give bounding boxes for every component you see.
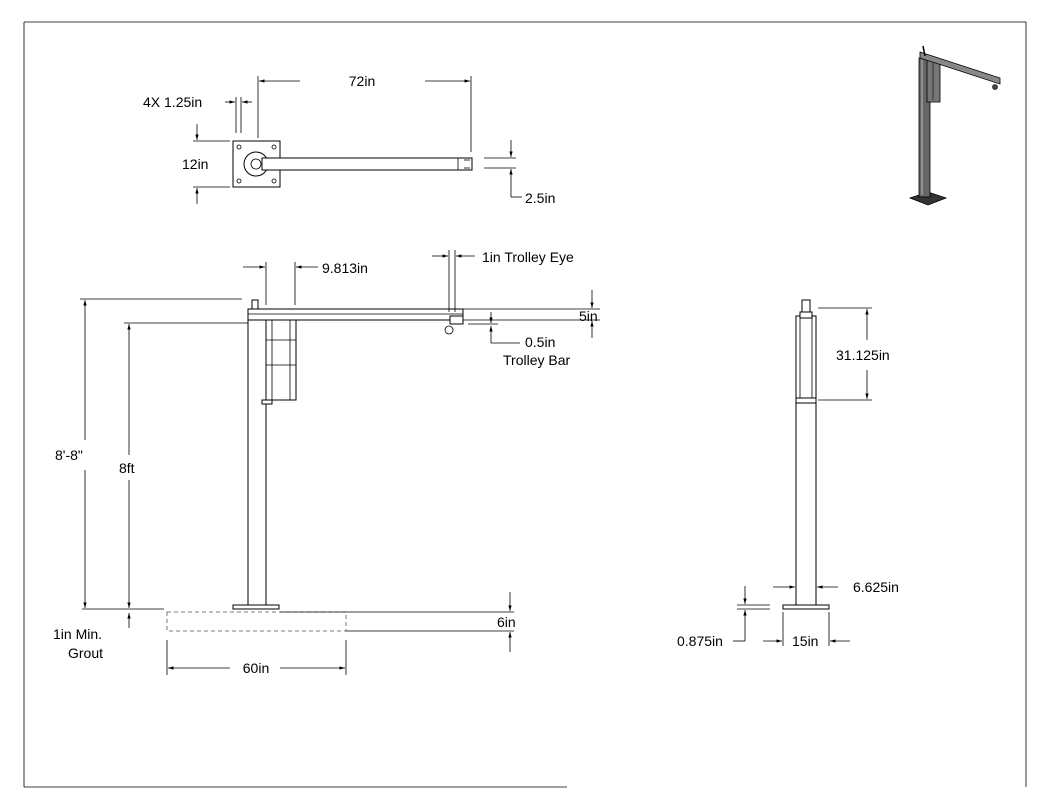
bracket xyxy=(265,319,297,401)
dim-9-813in: 9.813in xyxy=(322,260,368,276)
sheet-border xyxy=(23,21,1027,788)
boom-top xyxy=(261,157,473,171)
dim-31-125in: 31.125in xyxy=(836,347,890,363)
grout-label-line1: 1in Min. xyxy=(53,626,102,642)
iso-bracket xyxy=(926,59,941,103)
dim-2-5in: 2.5in xyxy=(525,190,555,206)
base-plate-side xyxy=(782,604,830,610)
isometric-view xyxy=(908,45,1001,206)
base-plate-front xyxy=(232,604,280,610)
dim-60in: 60in xyxy=(243,660,269,676)
dim-trolley-eye: 1in Trolley Eye xyxy=(482,249,574,265)
iso-boom xyxy=(919,51,1001,85)
side-view: 31.125in 6.625in 0.875in 15in xyxy=(677,299,899,649)
dim-0-875in: 0.875in xyxy=(677,633,723,649)
post-side xyxy=(795,315,817,608)
trolley-eye-post xyxy=(251,299,259,310)
trolley-roller xyxy=(444,325,454,335)
dim-8ft-8in: 8'-8" xyxy=(55,447,83,463)
top-view: 72in 4X 1.25in 12in 2.5in xyxy=(143,73,555,206)
dim-12in: 12in xyxy=(182,156,208,172)
trolley-bar-label: Trolley Bar xyxy=(503,352,571,368)
dim-0-5in: 0.5in xyxy=(525,334,555,350)
post-front xyxy=(247,319,267,608)
dim-8ft: 8ft xyxy=(119,460,135,476)
dim-72in: 72in xyxy=(349,73,375,89)
dim-5in: 5in xyxy=(579,308,598,324)
dim-6in: 6in xyxy=(497,614,516,630)
footing-outline xyxy=(166,611,347,632)
grout-label-line2: Grout xyxy=(68,645,103,661)
front-view: 9.813in 1in Trolley Eye 5in 0.5in Trolle… xyxy=(53,249,600,676)
dim-bolt-holes: 4X 1.25in xyxy=(143,94,202,110)
boom-front xyxy=(247,308,464,321)
dim-15in: 15in xyxy=(792,633,818,649)
dim-6-625in: 6.625in xyxy=(853,579,899,595)
